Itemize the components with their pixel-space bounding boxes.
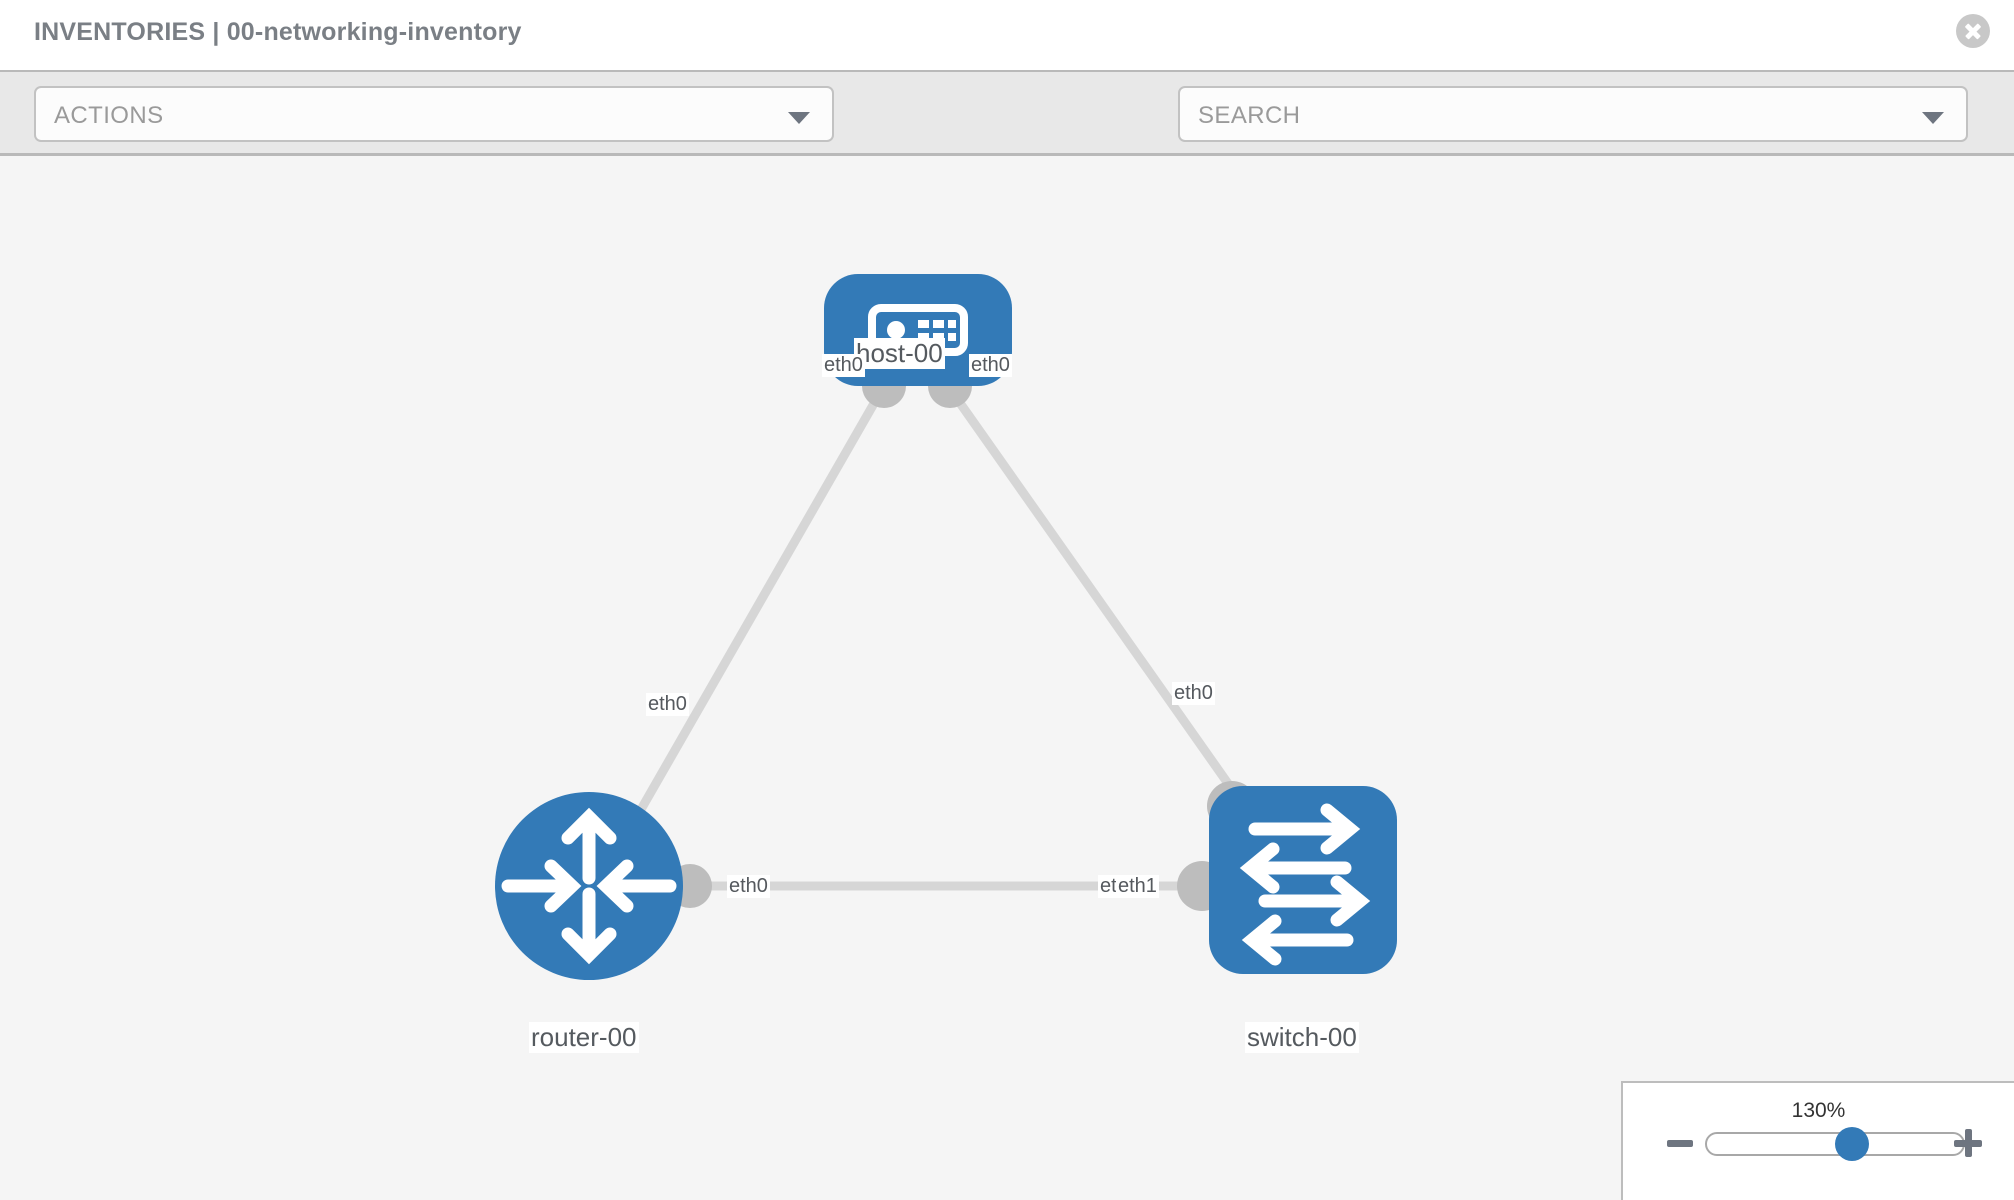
iface-label-host00-router00: eth0: [822, 354, 865, 377]
node-switch-00[interactable]: [1209, 786, 1397, 974]
iface-label-router00-host00: eth0: [646, 693, 689, 716]
node-label-switch-00: switch-00: [1245, 1022, 1359, 1053]
zoom-slider-thumb[interactable]: [1835, 1127, 1869, 1161]
search-input[interactable]: SEARCH: [1178, 86, 1968, 142]
topology-connectors: [668, 364, 1257, 911]
toolbar: ACTIONS SEARCH: [0, 70, 2014, 192]
zoom-in-button[interactable]: [1954, 1129, 1982, 1157]
node-router-00-shape[interactable]: [495, 792, 683, 980]
iface-label-router00-switch00: eth0: [727, 875, 770, 898]
actions-dropdown[interactable]: ACTIONS: [34, 86, 834, 142]
zoom-out-button[interactable]: [1667, 1140, 1693, 1147]
topology-canvas[interactable]: host-00 router-00 switch-00 eth0 eth0 et…: [0, 156, 2014, 1200]
zoom-level-value: 130%: [1791, 1099, 1846, 1122]
node-router-00[interactable]: [495, 792, 683, 980]
topology-graph: [495, 274, 1397, 980]
zoom-control-panel: 130%: [1621, 1081, 2014, 1200]
actions-dropdown-label: ACTIONS: [54, 102, 164, 129]
page-title: INVENTORIES | 00-networking-inventory: [34, 18, 522, 46]
link-host00-switch00[interactable]: [944, 383, 1276, 849]
search-input-placeholder: SEARCH: [1198, 102, 1301, 129]
link-host00-router00[interactable]: [616, 383, 888, 849]
iface-label-host00-switch00: eth0: [969, 354, 1012, 377]
iface-label-switch00-host00: eth0: [1172, 682, 1215, 705]
close-icon[interactable]: [1956, 14, 1990, 48]
topology-links: [616, 383, 1276, 891]
chevron-down-icon: [788, 112, 810, 124]
switch-exchange-icon: [1239, 803, 1371, 966]
node-label-host-00: host-00: [854, 338, 945, 369]
node-label-router-00: router-00: [529, 1022, 639, 1053]
zoom-in-icon-vertical: [1964, 1129, 1972, 1157]
chevron-down-icon[interactable]: [1922, 112, 1944, 124]
router-arrows-icon: [501, 807, 677, 965]
page-header: INVENTORIES | 00-networking-inventory: [0, 0, 2014, 70]
iface-label-switch00-router00: eth1: [1116, 875, 1159, 898]
